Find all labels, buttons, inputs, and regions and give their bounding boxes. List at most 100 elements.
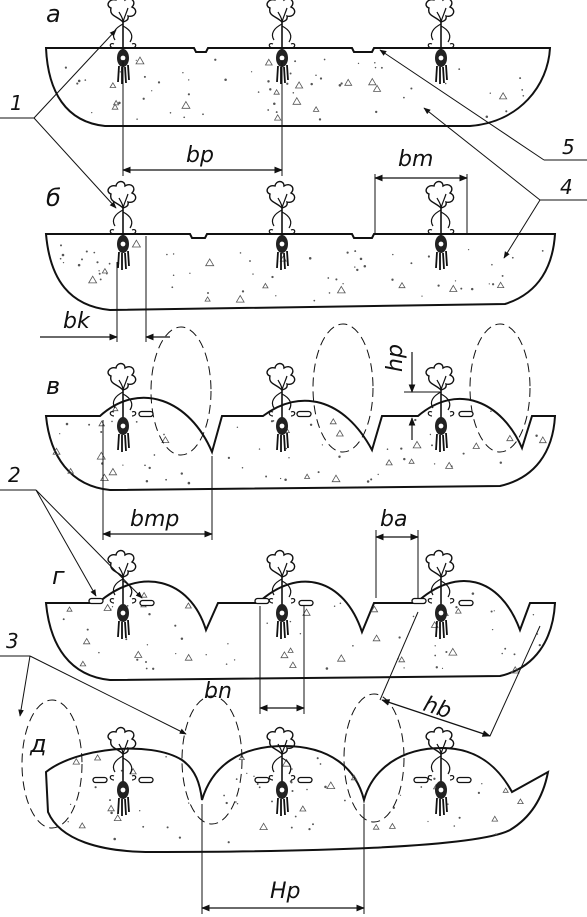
soil-grain [455,605,458,609]
soil-body-g [44,579,557,682]
soil-grain [410,262,413,265]
soil-grain [403,96,405,99]
cutter-disk-outline [312,323,374,453]
dim-label-bk: bk [63,309,91,334]
soil-stone [66,606,73,612]
soil-stone [67,467,75,474]
dimension-bp: bp [122,60,283,176]
callout-label-4: 4 [560,175,573,199]
soil-grain [317,471,320,474]
panel-label-d: д [29,730,47,758]
soil-grain [273,102,276,106]
soil-grain [110,811,113,815]
soil-grain [354,250,357,253]
soil-grain [325,667,329,670]
soil-grain [139,810,141,812]
soil-grain [323,58,326,61]
soil-grain [400,447,403,450]
soil-grain [275,111,278,114]
soil-grain [488,283,490,285]
soil-grain [135,59,137,61]
callout-label-2: 2 [8,463,21,487]
soil-stone [372,823,380,830]
soil-stone [370,605,379,613]
soil-stone [350,774,358,781]
soil-grain [535,434,538,438]
soil-grain [86,628,89,631]
soil-grain [249,260,251,262]
soil-stone [259,822,268,830]
soil-grain [294,815,297,818]
soil-grain [421,295,423,297]
soil-stone [336,285,346,294]
seed-mark [413,776,429,784]
soil-grain [366,480,370,483]
soil-stone [109,82,117,88]
soil-grain [291,768,293,770]
soil-stone [388,822,397,829]
seed-mark [138,776,154,784]
soil-stone [506,434,514,442]
soil-grain [88,423,91,426]
callout-label-3: 3 [6,629,19,653]
soil-grain [319,763,322,765]
dim-label-bm: bm [398,147,433,172]
soil-stone [131,239,142,248]
soil-grain [253,775,255,778]
soil-grain [433,463,436,465]
soil-grain [441,667,444,670]
soil-grain [414,418,417,422]
soil-body-b [44,233,557,312]
soil-grain [126,605,129,607]
soil-grain [357,62,360,65]
soil-grain [109,799,111,802]
soil-grain [308,257,312,260]
soil-grain [315,74,317,77]
soil-grain [271,800,273,803]
soil-grain [142,825,145,828]
soil-grain [265,475,268,478]
soil-grain [81,258,83,261]
soil-grain [505,110,508,113]
soil-stone [87,275,98,284]
soil-grain [135,421,138,423]
soil-grain [458,816,461,819]
soil-grain [271,275,274,279]
soil-stone [78,822,86,829]
soil-grain [324,785,327,789]
seed-mark [88,597,104,605]
soil-grain [98,272,101,275]
soil-stone [107,804,116,812]
soil-stone [312,106,320,112]
soil-grain [227,841,230,844]
soil-grain [236,802,239,805]
soil-grain [246,772,248,775]
callout-3: 3 [0,629,187,735]
seed-mark [296,410,312,418]
soil-stone [264,58,273,66]
soil-grain [172,253,175,255]
soil-stone [103,603,112,611]
soil-grain [321,444,324,446]
soil-grain [363,264,367,268]
soil-stone [368,77,377,86]
soil-grain [225,663,228,665]
soil-grain [291,789,294,793]
soil-grain [467,248,470,251]
soil-grain [144,464,146,467]
soil-stone [135,56,145,65]
soil-stone [408,458,415,464]
soil-grain [122,464,124,466]
dimension-bk: bk [40,236,170,342]
panel-a: а [44,0,552,127]
soil-stone [112,405,119,412]
soil-stone [448,284,458,292]
soil-grain [403,667,405,669]
soil-stone [79,660,87,667]
seed-mark [458,599,474,607]
soil-grain [189,272,191,274]
seed-mark [298,599,314,607]
soil-grain [493,610,495,612]
cutter-disk-outline [21,699,83,829]
soil-grain [489,92,492,94]
